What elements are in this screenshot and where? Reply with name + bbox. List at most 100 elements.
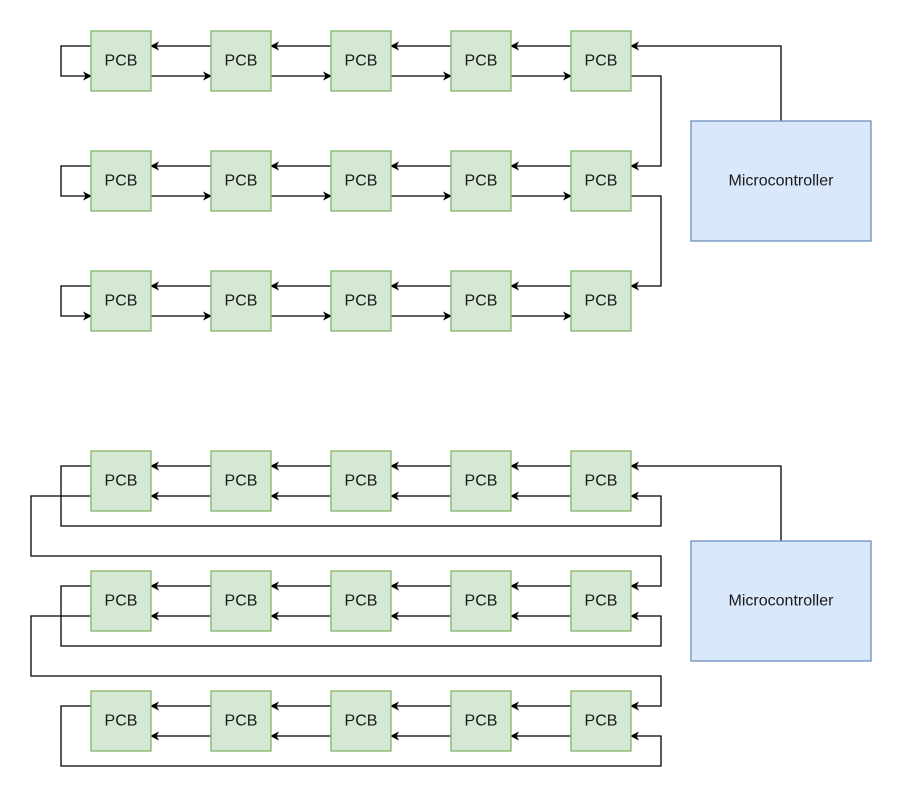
d2-row1-loop-arrow [60,465,662,527]
d2-pcb-r3c5-label: PCB [585,713,618,730]
d2-pcb-r2c5: PCB [570,570,632,632]
d1-pcb-r3c3: PCB [330,270,392,332]
d1-pcb-r2c5-label: PCB [585,173,618,190]
nodes-layer: PCB PCB PCB PCB PCB PCB PCB PCB PCB PCB PCB PCB PCB P… [90,30,872,752]
d2-pcb-r3c1-label: PCB [105,713,138,730]
d2-pcb-r2c3-shape [330,570,392,632]
d2-pcb-r2c1-shape [90,570,152,632]
d1-pcb-r1c1-shape [90,30,152,92]
d2-row3-loop-arrow [60,705,662,767]
d2-pcb-r3c2-shape [210,690,272,752]
d2-pcb-r3c1: PCB [90,690,152,752]
d1-pcb-r3c2-label: PCB [225,293,258,310]
d1-pcb-r1c4-shape [450,30,512,92]
d2-microcontroller: Microcontroller [690,540,872,662]
d1-pcb-r2c5: PCB [570,150,632,212]
d1-row1-to-row2-arrow [630,75,662,171]
d1-pcb-r3c5: PCB [570,270,632,332]
d2-row1-to-row2-arrow [30,495,662,591]
d1-microcontroller: Microcontroller [690,120,872,242]
d2-pcb-r2c5-shape [570,570,632,632]
d2-pcb-r1c2: PCB [210,450,272,512]
d2-pcb-r1c2-label: PCB [225,473,258,490]
d2-pcb-r3c2: PCB [210,690,272,752]
d2-pcb-r1c3-shape [330,450,392,512]
d2-pcb-r2c2-label: PCB [225,593,258,610]
d1-mcu-to-pcb-arrow [630,41,782,121]
d1-pcb-r1c5: PCB [570,30,632,92]
d1-pcb-r1c4: PCB [450,30,512,92]
d2-pcb-r3c3-label: PCB [345,713,378,730]
d1-pcb-r2c2-shape [210,150,272,212]
d2-pcb-r2c3-label: PCB [345,593,378,610]
d2-pcb-r1c4-shape [450,450,512,512]
d2-pcb-r3c5: PCB [570,690,632,752]
d2-mcu-to-pcb-arrow [630,461,782,541]
d2-pcb-r1c1-label: PCB [105,473,138,490]
d1-pcb-r1c2: PCB [210,30,272,92]
d1-pcb-r1c1: PCB [90,30,152,92]
d2-pcb-r3c4: PCB [450,690,512,752]
d2-microcontroller-label: Microcontroller [729,593,835,610]
d2-pcb-r2c1-label: PCB [105,593,138,610]
d1-pcb-r3c2-shape [210,270,272,332]
d1-pcb-r2c3: PCB [330,150,392,212]
d2-pcb-r1c3: PCB [330,450,392,512]
d2-pcb-r1c3-label: PCB [345,473,378,490]
d1-pcb-r3c1: PCB [90,270,152,332]
d2-pcb-r1c4: PCB [450,450,512,512]
d1-row3-loop-arrow [60,285,92,321]
d1-pcb-r2c3-label: PCB [345,173,378,190]
d2-pcb-r1c1-shape [90,450,152,512]
d1-pcb-r3c1-label: PCB [105,293,138,310]
d1-pcb-r2c2: PCB [210,150,272,212]
d1-pcb-r1c3: PCB [330,30,392,92]
d1-pcb-r3c4-shape [450,270,512,332]
d1-pcb-r1c3-label: PCB [345,53,378,70]
d1-pcb-r3c5-label: PCB [585,293,618,310]
d1-pcb-r3c5-shape [570,270,632,332]
d2-pcb-r3c3: PCB [330,690,392,752]
d1-pcb-r2c5-shape [570,150,632,212]
d1-pcb-r2c4-shape [450,150,512,212]
d2-pcb-r2c4-shape [450,570,512,632]
d2-pcb-r2c2: PCB [210,570,272,632]
d2-pcb-r3c2-label: PCB [225,713,258,730]
d2-pcb-r1c1: PCB [90,450,152,512]
d2-row2-to-row3-arrow [30,615,662,711]
d1-pcb-r3c3-label: PCB [345,293,378,310]
d1-pcb-r2c4-label: PCB [465,173,498,190]
d2-pcb-r2c2-shape [210,570,272,632]
d1-pcb-r1c3-shape [330,30,392,92]
d1-pcb-r3c4-label: PCB [465,293,498,310]
d1-pcb-r3c4: PCB [450,270,512,332]
d1-pcb-r3c1-shape [90,270,152,332]
d1-pcb-r1c2-shape [210,30,272,92]
d1-pcb-r1c5-label: PCB [585,53,618,70]
d1-pcb-r3c2: PCB [210,270,272,332]
d2-pcb-r3c4-label: PCB [465,713,498,730]
d2-pcb-r2c4: PCB [450,570,512,632]
d1-pcb-r3c3-shape [330,270,392,332]
connections-layer [30,41,782,767]
d1-pcb-r1c4-label: PCB [465,53,498,70]
d1-row2-loop-arrow [60,165,92,201]
d1-pcb-r2c2-label: PCB [225,173,258,190]
d1-row1-loop-arrow [60,45,92,81]
d1-pcb-r2c3-shape [330,150,392,212]
d2-pcb-r1c4-label: PCB [465,473,498,490]
d1-microcontroller-label: Microcontroller [729,173,835,190]
d2-pcb-r2c5-label: PCB [585,593,618,610]
d1-pcb-r2c1: PCB [90,150,152,212]
d2-pcb-r2c3: PCB [330,570,392,632]
d1-pcb-r2c1-shape [90,150,152,212]
d1-pcb-r1c5-shape [570,30,632,92]
d1-pcb-r1c2-label: PCB [225,53,258,70]
d1-microcontroller-shape [690,120,872,242]
d2-pcb-r1c5: PCB [570,450,632,512]
d2-microcontroller-shape [690,540,872,662]
d1-row2-to-row3-arrow [630,195,662,291]
d2-pcb-r1c2-shape [210,450,272,512]
d2-pcb-r3c1-shape [90,690,152,752]
